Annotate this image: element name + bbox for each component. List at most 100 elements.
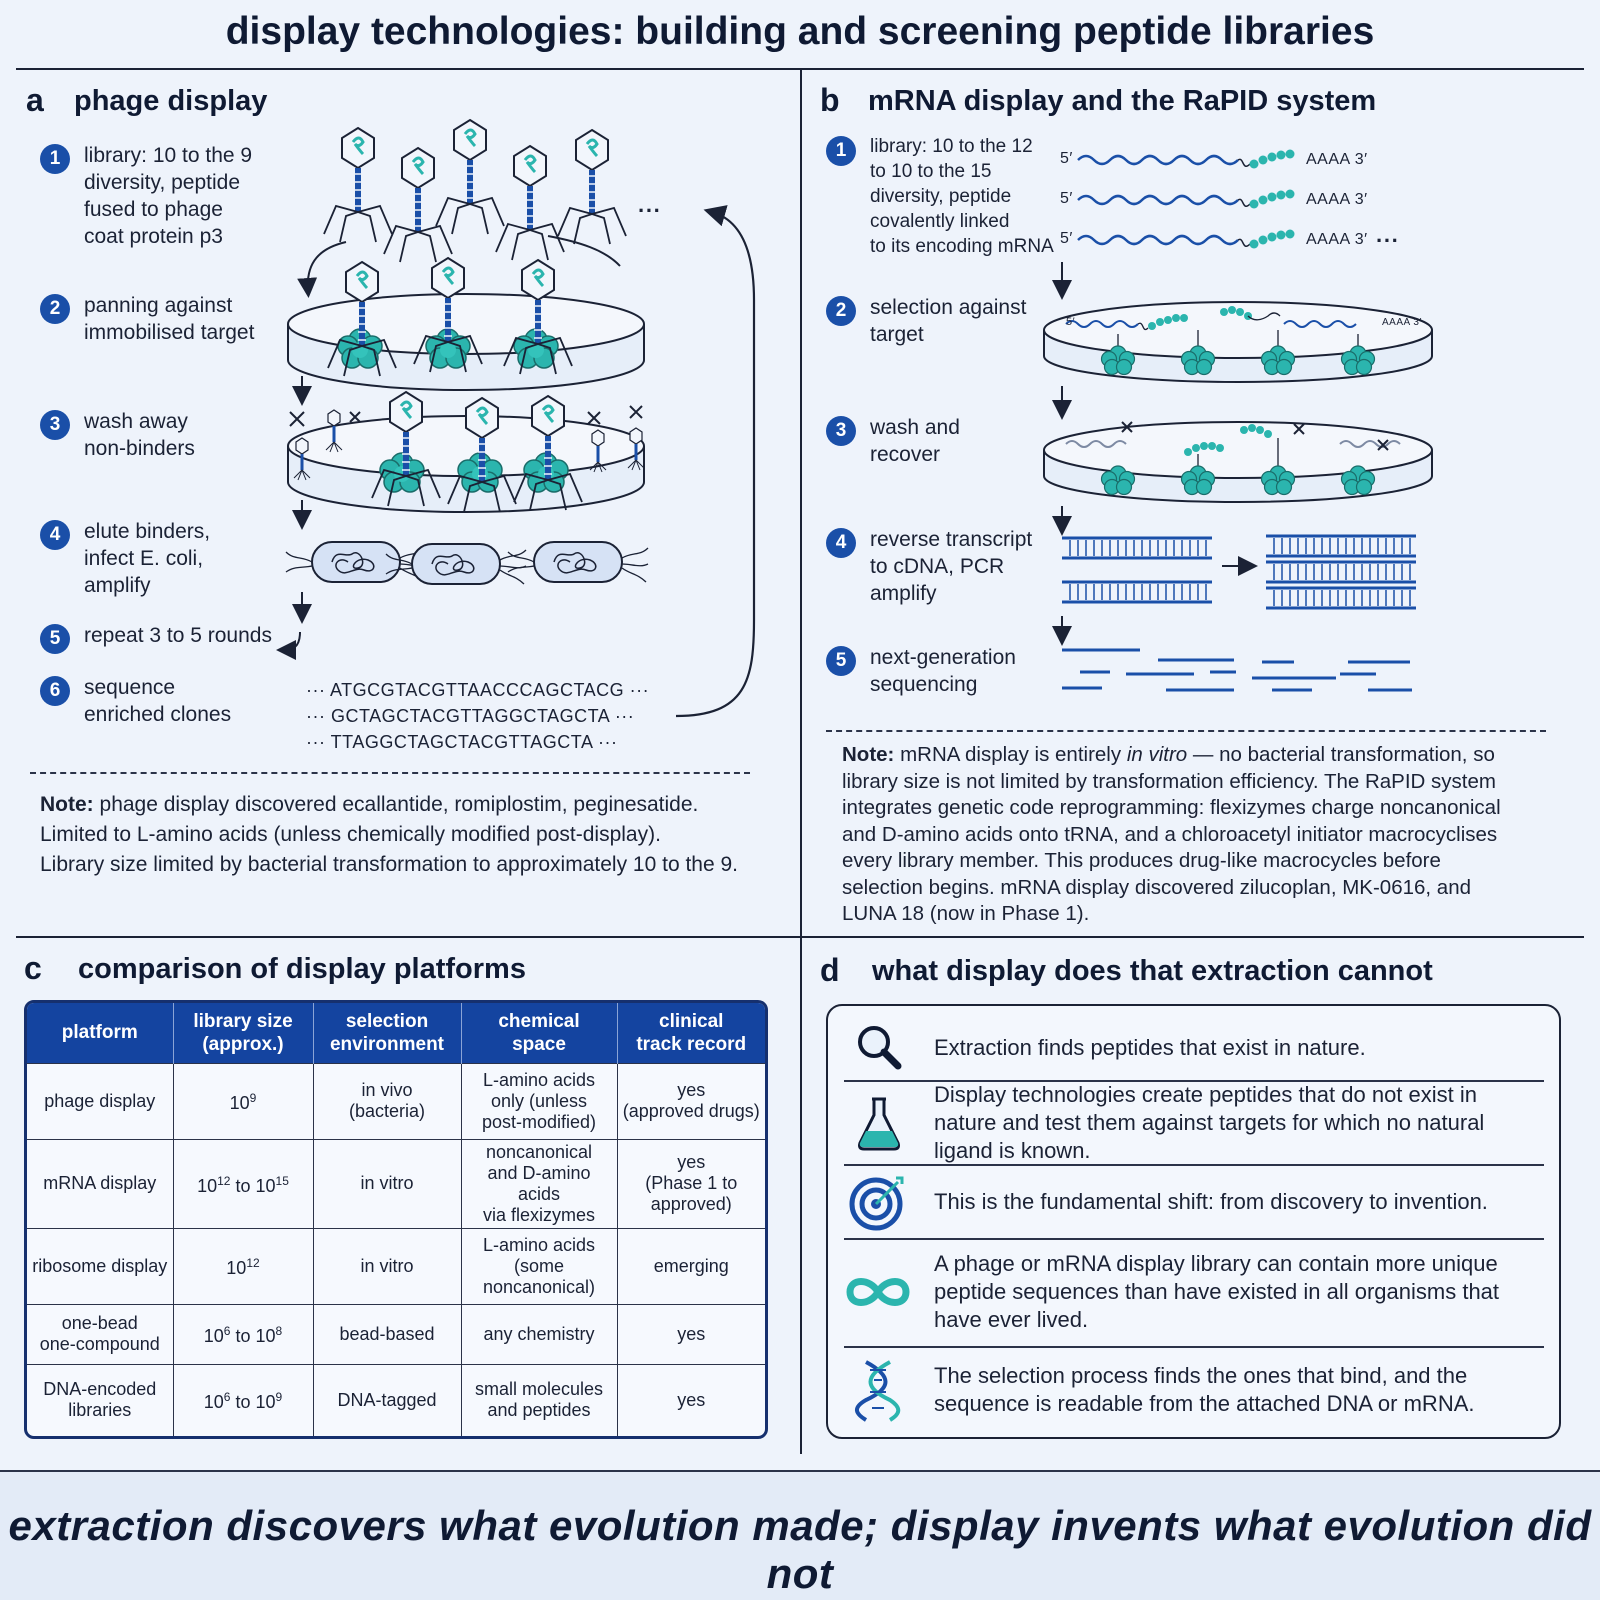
cell-chemical-space: L-amino acids (some noncanonical) [461,1227,618,1304]
step-number: 2 [826,296,856,326]
footer: extraction discovers what evolution made… [0,1472,1600,1600]
step-number: 3 [826,416,856,446]
note-label: Note: [842,743,895,766]
mrna-tail-2: AAAA 3′ [1306,191,1368,208]
step-number: 4 [40,520,70,550]
step-text: panning against immobilised target [84,294,255,344]
panel-c-title: comparison of display platforms [78,953,526,985]
cell-library-size: 106 to 109 [173,1363,314,1436]
panel-a-step-4: 4 elute binders, infect E. coli, amplify [40,518,210,599]
table-row: ribosome display 1012 in vitro L-amino a… [27,1227,765,1304]
table-row: DNA-encoded libraries 106 to 109 DNA-tag… [27,1363,765,1436]
step-text: sequence enriched clones [84,676,232,726]
mrna-5prime-1: 5′ [1060,150,1073,167]
panel-a-step-6: 6 sequence enriched clones [40,674,231,728]
note-line-3: Library size limited by bacterial transf… [40,853,738,876]
table-row: one-bead one-compound 106 to 108 bead-ba… [27,1303,765,1364]
panel-a-note-divider [30,772,750,774]
step-text: reverse transcript to cDNA, PCR amplify [870,528,1033,605]
insight-box: Extraction finds peptides that exist in … [826,1004,1561,1439]
footer-tagline: extraction discovers what evolution made… [8,1502,1592,1597]
dna-icon [844,1360,914,1422]
phage-display-illustration [276,0,756,718]
step-text: selection against target [870,296,1027,346]
insight-text: Display technologies create peptides tha… [934,1082,1485,1163]
panel-a-title: phage display [74,85,268,117]
infinity-icon [844,1262,914,1322]
cell-chemical-space: noncanonical and D-amino acids via flexi… [461,1138,618,1228]
cell-platform: ribosome display [27,1227,174,1304]
cell-platform: mRNA display [27,1138,174,1228]
panel-a-step-5: 5 repeat 3 to 5 rounds [40,622,272,654]
header-library-size: library size (approx.) [173,1003,314,1063]
cell-environment: in vitro [313,1138,462,1228]
panel-d-title: what display does that extraction cannot [872,955,1433,987]
panel-b-note: Note: mRNA display is entirely in vitro … [842,742,1522,928]
cell-environment: in vitro [313,1227,462,1304]
note-italic: in vitro [1126,743,1188,766]
mrna-ellipsis: ··· [1376,228,1400,253]
cell-clinical: yes [617,1363,765,1436]
step-number: 2 [40,294,70,324]
cell-library-size: 109 [173,1062,314,1139]
panel-b-title: mRNA display and the RaPID system [868,85,1377,117]
header-platform: platform [27,1003,174,1063]
step-number: 6 [40,676,70,706]
cell-platform: DNA-encoded libraries [27,1363,174,1436]
cell-clinical: yes (Phase 1 to approved) [617,1138,765,1228]
panel-b-step-1: 1 library: 10 to the 12 to 10 to the 15 … [826,134,1054,259]
title-divider [16,68,1584,70]
panel-b-step-4: 4 reverse transcript to cDNA, PCR amplif… [826,526,1032,607]
note-label: Note: [40,793,94,816]
header-chemical-space: chemical space [461,1003,618,1063]
step-number: 5 [826,646,856,676]
cell-clinical: yes [617,1303,765,1364]
mrna-5prime-3: 5′ [1060,230,1073,247]
insight-row-3: This is the fundamental shift: from disc… [844,1170,1544,1234]
panel-b-step-2: 2 selection against target [826,294,1026,348]
magnifier-icon [844,1018,914,1078]
panel-divider-vertical [800,70,802,1454]
step-text: wash away non-binders [84,410,195,460]
sequence-line-3: ··· TTAGGCTAGCTACGTTAGCTA ··· [306,732,618,752]
panel-a-note: Note: phage display discovered ecallanti… [40,790,780,880]
insight-row-5: The selection process finds the ones tha… [844,1352,1544,1428]
mrna-display-illustration [1043,148,1433,692]
step-number: 5 [40,624,70,654]
step-number: 3 [40,410,70,440]
panel-b-letter: b [820,82,840,118]
step-number: 1 [40,144,70,174]
panel-a-step-3: 3 wash away non-binders [40,408,195,462]
cell-chemical-space: L-amino acids only (unless post-modified… [461,1062,618,1139]
comparison-table: platform library size (approx.) selectio… [24,1000,768,1439]
step-number: 4 [826,528,856,558]
panel-a-step-1: 1 library: 10 to the 9 diversity, peptid… [40,142,252,250]
step-number: 1 [826,136,856,166]
phage-ellipsis: ··· [638,198,662,223]
cell-platform: phage display [27,1062,174,1139]
insight-text: This is the fundamental shift: from disc… [934,1189,1488,1214]
step-text: elute binders, infect E. coli, amplify [84,520,211,597]
step-text: wash and recover [870,416,960,466]
sequence-line-1: ··· ATGCGTACGTTAACCCAGCTACG ··· [306,680,650,700]
panel-a-letter: a [26,82,44,118]
note-line-1: phage display discovered ecallantide, ro… [99,793,699,816]
dish-5prime-label: 5′ [1066,316,1076,328]
cell-platform: one-bead one-compound [27,1303,174,1364]
insight-row-4: A phage or mRNA display library can cont… [844,1244,1544,1340]
note-pre: mRNA display is entirely [900,743,1122,766]
cell-clinical: yes (approved drugs) [617,1062,765,1139]
table-row: phage display 109 in vivo (bacteria) L-a… [27,1062,765,1139]
insight-divider [844,1164,1544,1166]
cell-library-size: 1012 to 1015 [173,1138,314,1228]
insight-row-2: Display technologies create peptides tha… [844,1082,1544,1163]
note-post: — no bacterial transformation, so librar… [842,743,1501,925]
sequence-line-2: ··· GCTAGCTACGTTAGGCTAGCTA ··· [306,706,635,726]
insight-divider [844,1238,1544,1240]
page-title: display technologies: building and scree… [225,10,1375,53]
cell-chemical-space: small molecules and peptides [461,1363,618,1436]
panel-b-step-3: 3 wash and recover [826,414,960,468]
insight-text: A phage or mRNA display library can cont… [934,1251,1500,1332]
dish-tail-label: AAAA 3′ [1382,317,1422,328]
cell-clinical: emerging [617,1227,765,1304]
